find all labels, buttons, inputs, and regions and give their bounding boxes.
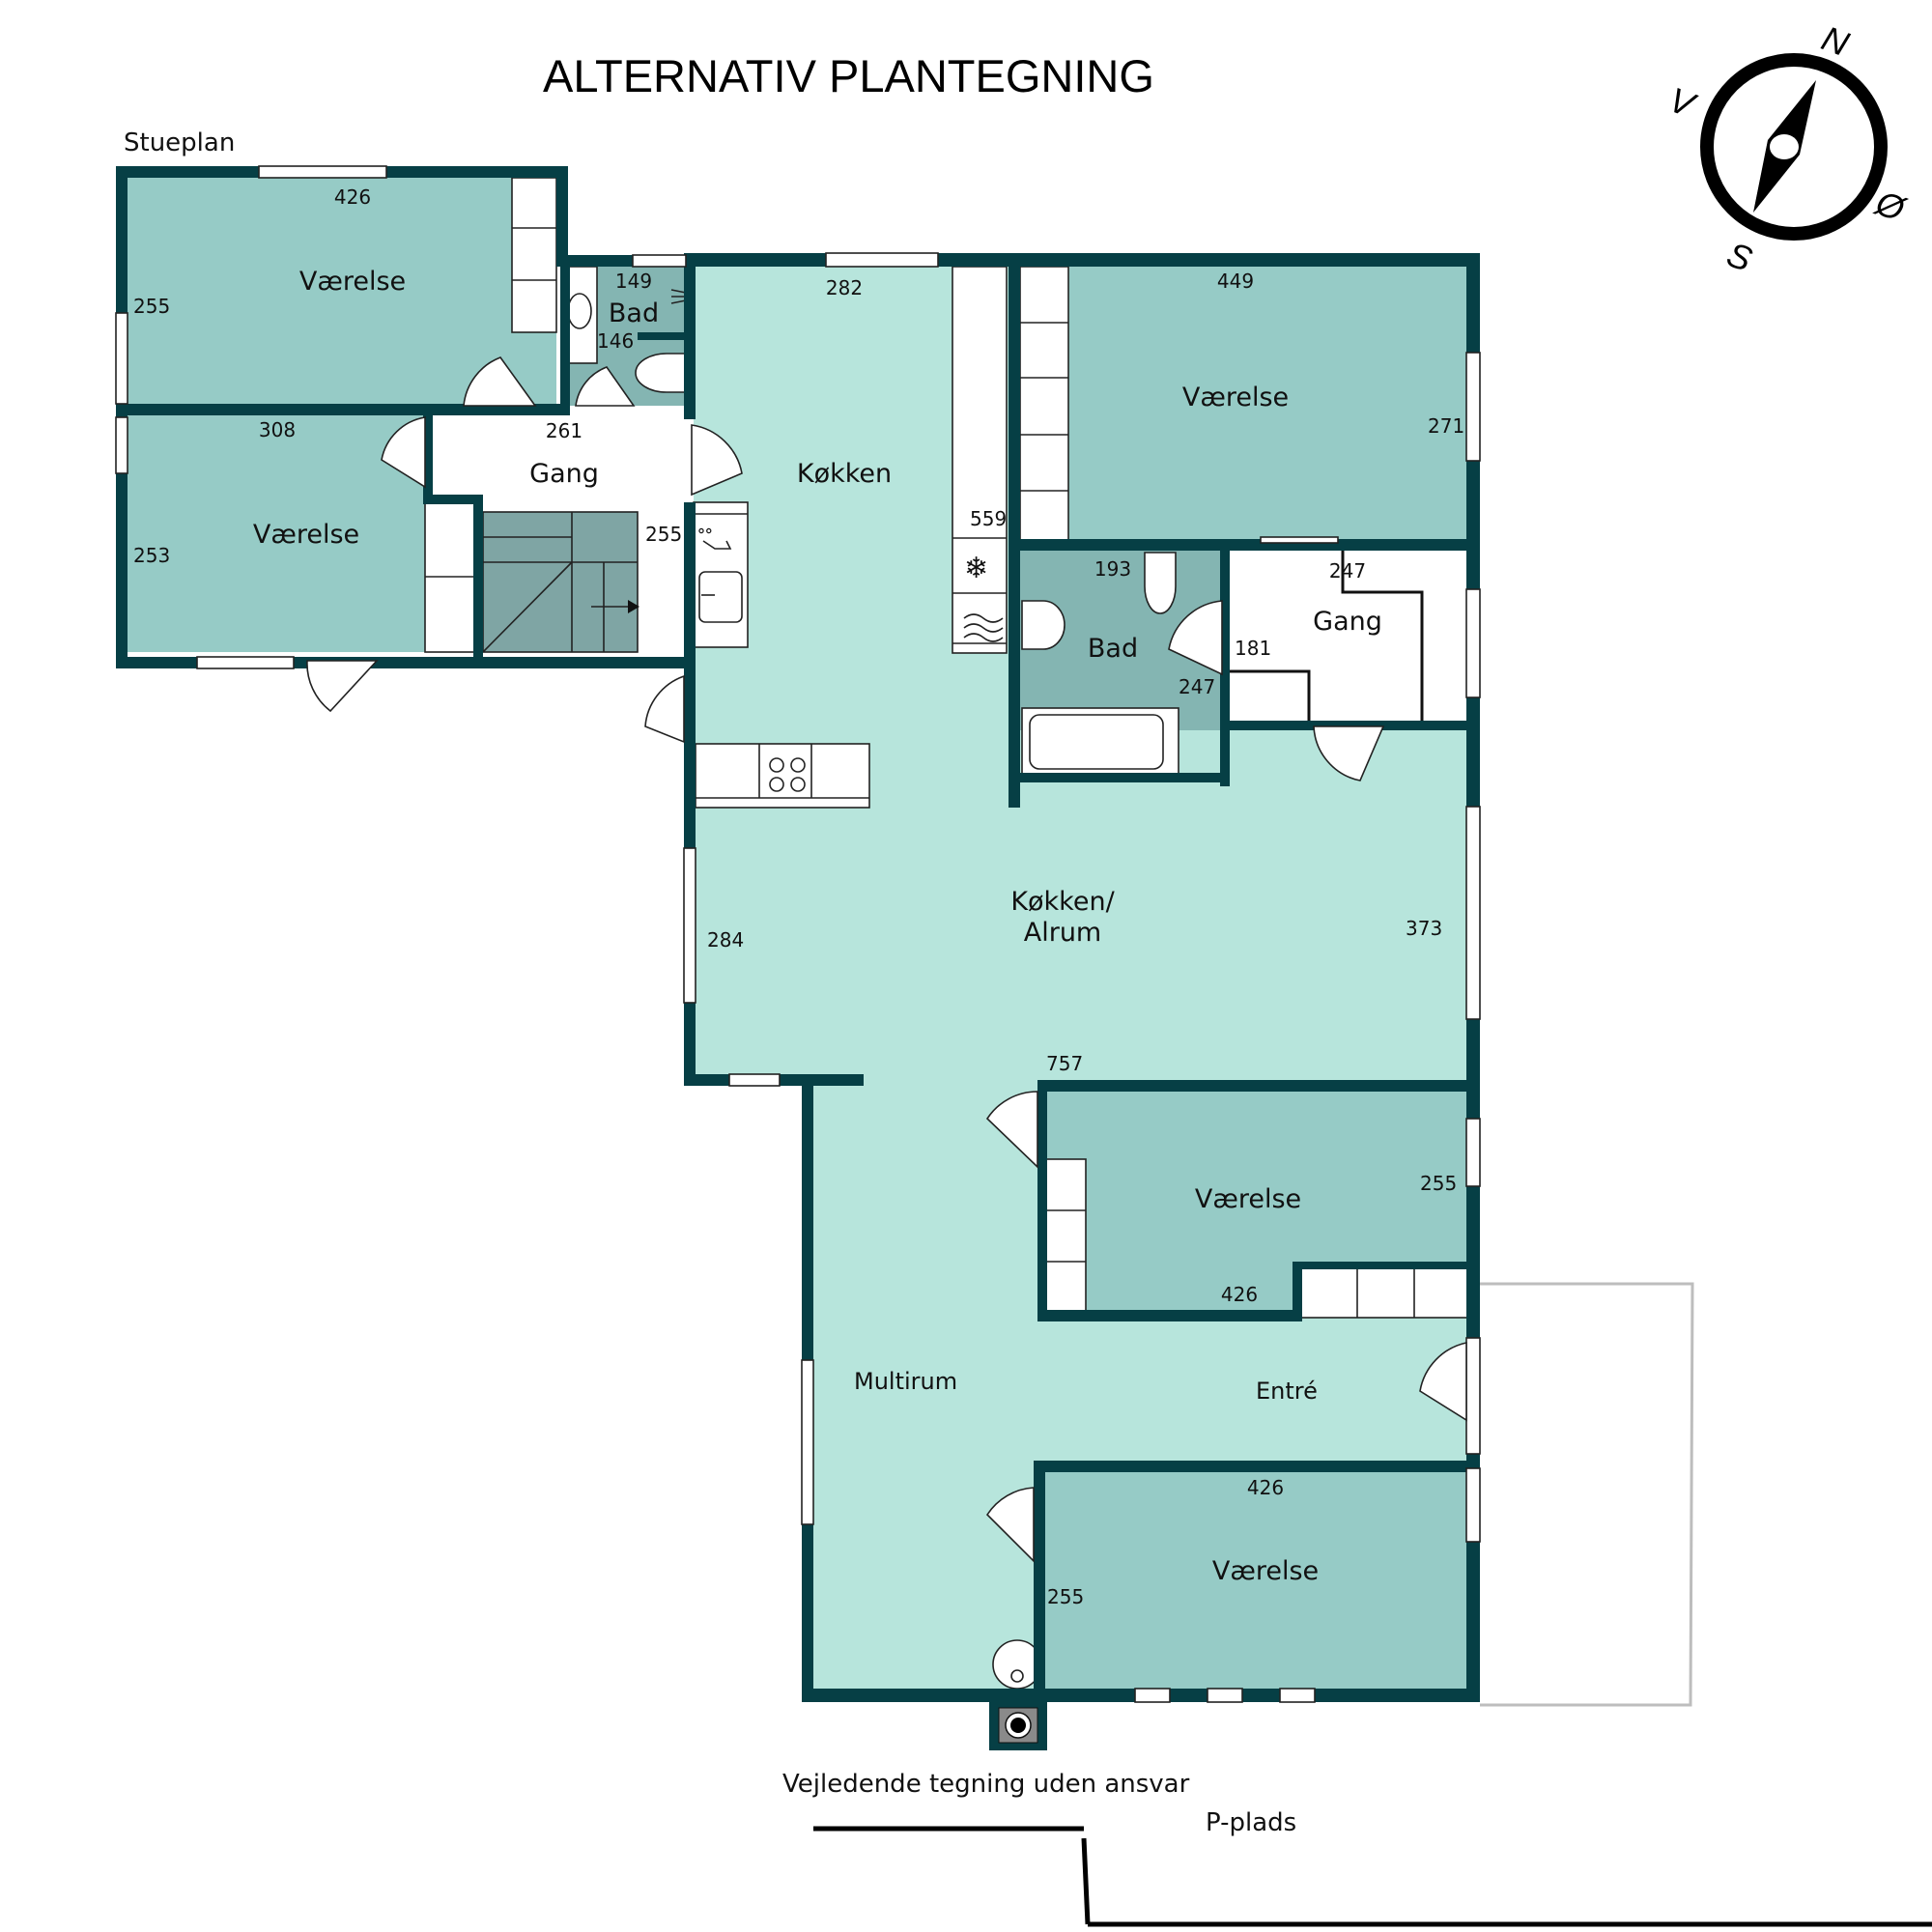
dim-bath-main-width: 193 bbox=[1094, 557, 1131, 581]
dim-hall-w-depth: 255 bbox=[645, 523, 682, 546]
kitchen-island bbox=[695, 743, 870, 809]
door-hall-e bbox=[1313, 725, 1385, 781]
door-bath-main bbox=[1168, 600, 1223, 676]
bath-small-fixtures bbox=[564, 266, 689, 393]
room-bedroom-w bbox=[126, 415, 427, 652]
dim-kitchen-family-depth-w: 284 bbox=[707, 928, 744, 952]
label-bedroom-se1: Værelse bbox=[1195, 1184, 1301, 1214]
label-bedroom-se2: Værelse bbox=[1212, 1556, 1319, 1586]
compass-south: S bbox=[1722, 234, 1758, 279]
dim-kitchen-depth: 559 bbox=[970, 507, 1007, 530]
dim-bedroom-nw-width: 426 bbox=[334, 185, 371, 209]
staircase bbox=[483, 512, 638, 652]
dim-kitchen-width: 282 bbox=[826, 276, 863, 299]
floor-label: Stueplan bbox=[124, 128, 235, 157]
label-bath-small: Bad bbox=[609, 298, 659, 328]
disclaimer-text: Vejledende tegning uden ansvar bbox=[782, 1770, 1190, 1799]
dim-hall-e-width: 247 bbox=[1329, 559, 1366, 582]
parking-boundary bbox=[813, 1826, 1932, 1927]
dim-kitchen-family-width: 757 bbox=[1046, 1052, 1083, 1075]
dishwasher-icon: ᐤᐤ bbox=[697, 523, 713, 546]
compass-icon: N V Ø S bbox=[1664, 18, 1912, 279]
label-hall-w: Gang bbox=[529, 459, 599, 489]
compass-west: V bbox=[1664, 79, 1702, 126]
windows bbox=[115, 165, 1481, 1703]
dim-bedroom-nw-depth: 255 bbox=[133, 295, 170, 318]
room-kitchen-family-ext bbox=[1012, 782, 1470, 1082]
label-hall-e: Gang bbox=[1313, 607, 1382, 637]
plan-title: ALTERNATIV PLANTEGNING bbox=[543, 50, 1154, 101]
dim-bath-small-width: 149 bbox=[615, 270, 652, 293]
dim-bedroom-se2-depth: 255 bbox=[1047, 1585, 1084, 1608]
wardrobe-se1 bbox=[1042, 1158, 1471, 1319]
label-kitchen-family-1: Køkken/ bbox=[1010, 887, 1115, 917]
dim-bedroom-ne-depth: 271 bbox=[1428, 414, 1464, 438]
dim-bedroom-se1-depth: 255 bbox=[1420, 1172, 1457, 1195]
door-entrance bbox=[1419, 1342, 1467, 1422]
label-bedroom-ne: Værelse bbox=[1182, 383, 1289, 412]
freezer-icon: ❄ bbox=[964, 552, 988, 585]
door-bath-small bbox=[575, 366, 636, 407]
label-bedroom-nw: Værelse bbox=[299, 267, 406, 297]
label-kitchen-family-2: Alrum bbox=[1024, 918, 1102, 948]
door-exterior-kitchen bbox=[644, 674, 685, 744]
dim-hall-e-depth: 181 bbox=[1235, 637, 1271, 660]
dim-kitchen-family-depth-e: 373 bbox=[1406, 917, 1442, 940]
label-bath-main: Bad bbox=[1088, 634, 1138, 664]
door-bedroom-nw bbox=[463, 356, 537, 407]
label-kitchen: Køkken bbox=[797, 459, 892, 489]
label-multirum: Multirum bbox=[854, 1368, 957, 1395]
label-entre: Entré bbox=[1256, 1378, 1318, 1405]
door-bedroom-w bbox=[381, 416, 426, 489]
kitchen-tall-units: ❄ bbox=[952, 266, 1008, 654]
door-bedroom-se1 bbox=[985, 1091, 1038, 1169]
dim-bedroom-w-width: 308 bbox=[259, 418, 296, 441]
dim-bath-main-depth: 247 bbox=[1179, 675, 1215, 698]
terrace-outline bbox=[1480, 1282, 1694, 1707]
dim-bedroom-ne-width: 449 bbox=[1217, 270, 1254, 293]
room-bedroom-se2 bbox=[1045, 1472, 1470, 1690]
kitchen-counter-west: ᐤᐤ bbox=[693, 501, 749, 648]
wardrobe-nw bbox=[511, 177, 557, 333]
dim-bedroom-se2-width: 426 bbox=[1247, 1476, 1284, 1499]
room-labels: Værelse 426 255 Værelse 308 253 Bad 149 … bbox=[133, 185, 1464, 1608]
label-bedroom-w: Værelse bbox=[253, 520, 359, 550]
door-exterior-w bbox=[306, 660, 379, 713]
hall-e-lines bbox=[1227, 546, 1424, 724]
door-bedroom-se2 bbox=[985, 1487, 1035, 1563]
parking-label: P-plads bbox=[1206, 1808, 1296, 1837]
door-kitchen-hall bbox=[691, 424, 743, 497]
dim-bath-small-depth: 146 bbox=[597, 329, 634, 353]
dim-hall-w-width: 261 bbox=[546, 419, 582, 442]
dim-bedroom-w-depth: 253 bbox=[133, 544, 170, 567]
dim-bedroom-se1-width: 426 bbox=[1221, 1283, 1258, 1306]
door-bedroom-ne-sliding bbox=[1260, 536, 1339, 544]
compass-north: N bbox=[1817, 18, 1855, 65]
room-hall-e bbox=[1227, 551, 1470, 724]
room-bedroom-ne bbox=[1020, 267, 1470, 543]
doors bbox=[306, 356, 1467, 1563]
bath-main-fixtures bbox=[1021, 552, 1179, 777]
wardrobe-ne bbox=[1019, 266, 1069, 544]
